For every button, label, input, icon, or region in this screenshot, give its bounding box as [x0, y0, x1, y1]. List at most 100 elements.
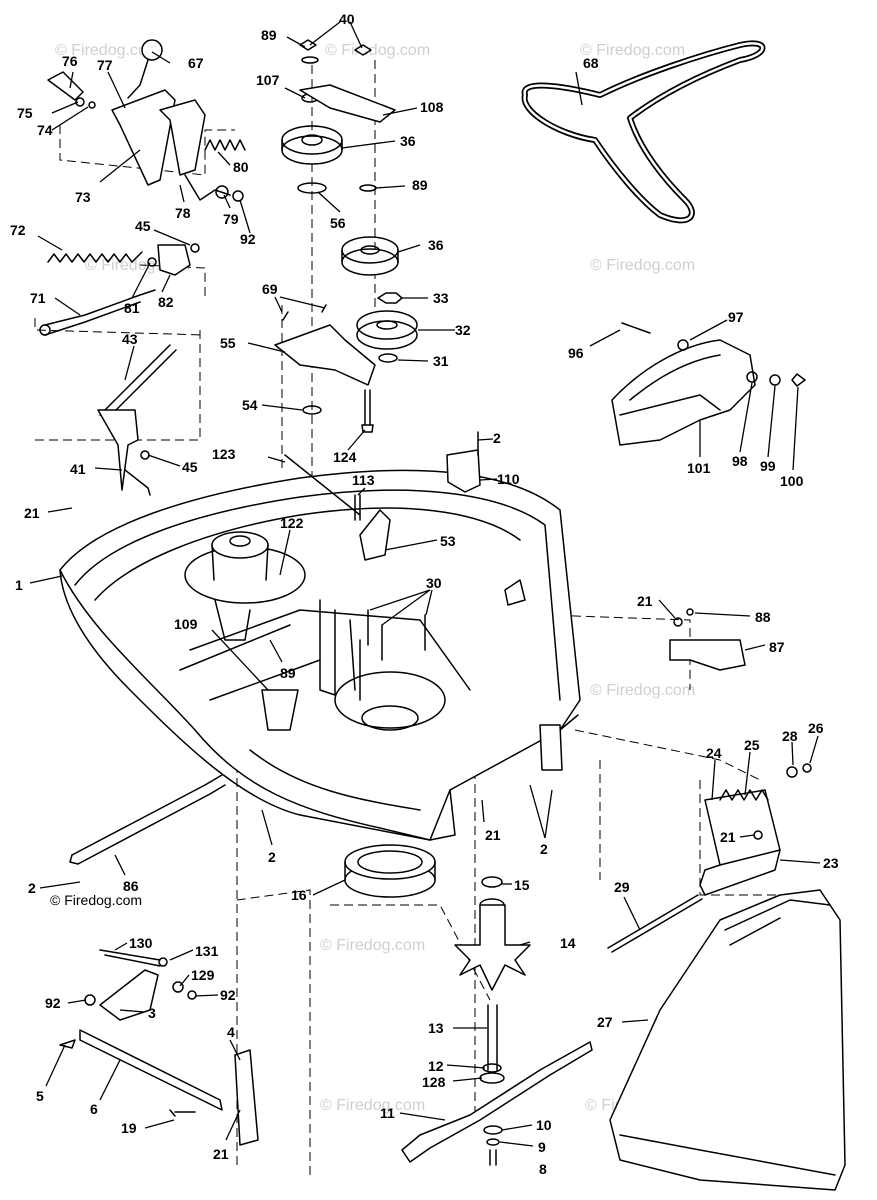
bolts-30 [367, 609, 426, 661]
callout-68: 68 [583, 55, 599, 71]
bracket-110 [446, 431, 481, 493]
callout-36: 36 [428, 237, 444, 253]
callout-55: 55 [220, 335, 236, 351]
watermark: © Firedog.com [590, 682, 695, 699]
callout-79: 79 [223, 211, 239, 227]
callout-73: 73 [75, 189, 91, 205]
callout-36: 36 [400, 133, 416, 149]
callout-101: 101 [687, 460, 711, 476]
callout-92: 92 [240, 231, 256, 247]
spacer-16 [344, 844, 436, 898]
callout-92: 92 [220, 987, 236, 1003]
callout-110: 110 [497, 471, 520, 487]
callout-67: 67 [188, 55, 204, 71]
callout-21: 21 [720, 829, 736, 845]
callout-labels: 40 89 67 76 77 75 74 73 78 79 80 92 107 … [10, 11, 839, 1177]
callout-14: 14 [560, 935, 576, 951]
callout-122: 122 [280, 515, 304, 531]
callout-23: 23 [823, 855, 839, 871]
lift-rod-71 [39, 289, 156, 336]
callout-123: 123 [212, 446, 236, 462]
callout-72: 72 [10, 222, 26, 238]
callout-80: 80 [233, 159, 249, 175]
callout-11: 11 [380, 1105, 395, 1121]
callout-8: 8 [539, 1161, 547, 1177]
callout-89: 89 [261, 27, 277, 43]
callout-107: 107 [256, 72, 280, 88]
rod-29 [607, 894, 703, 953]
callout-24: 24 [706, 745, 722, 761]
link-86 [69, 774, 226, 865]
callout-77: 77 [97, 57, 113, 73]
callout-28: 28 [782, 728, 798, 744]
watermark: © Firedog.com [320, 937, 425, 954]
callout-82: 82 [158, 294, 174, 310]
callout-2: 2 [28, 880, 36, 896]
callout-129: 129 [191, 967, 215, 983]
watermark: © Firedog.com [320, 1097, 425, 1114]
callout-2: 2 [493, 430, 501, 446]
callout-108: 108 [420, 99, 444, 115]
mower-deck [59, 469, 581, 841]
callout-21: 21 [213, 1146, 229, 1162]
discharge-chute-101 [611, 322, 806, 446]
callout-71: 71 [30, 290, 46, 306]
callout-40: 40 [339, 11, 355, 27]
callout-113: 113 [352, 472, 375, 488]
callout-27: 27 [597, 1014, 613, 1030]
bracket-82 [147, 243, 200, 276]
callout-1: 1 [15, 577, 23, 593]
callout-5: 5 [36, 1088, 44, 1104]
bracket-87 [669, 608, 746, 671]
blade-11 [401, 1041, 593, 1163]
lift-lever-assembly [47, 39, 246, 202]
callout-2: 2 [268, 849, 276, 865]
bracket-23 [699, 763, 812, 896]
callout-78: 78 [175, 205, 191, 221]
callout-109: 109 [174, 616, 198, 632]
callout-100: 100 [780, 473, 804, 489]
callout-69: 69 [262, 281, 278, 297]
spring-72 [47, 251, 143, 263]
callout-10: 10 [536, 1117, 552, 1133]
callout-30: 30 [426, 575, 442, 591]
callout-45: 45 [135, 218, 151, 234]
spindle-14 [454, 876, 531, 1166]
callout-19: 19 [121, 1120, 137, 1136]
copyright-notice: © Firedog.com [50, 892, 142, 908]
lift-arm-assembly [59, 949, 259, 1146]
callout-96: 96 [568, 345, 584, 361]
watermark: © Firedog.com [325, 42, 430, 59]
callout-16: 16 [291, 887, 307, 903]
callout-89: 89 [280, 665, 296, 681]
callout-13: 13 [428, 1020, 444, 1036]
callout-99: 99 [760, 458, 776, 474]
callout-29: 29 [614, 879, 630, 895]
callout-33: 33 [433, 290, 449, 306]
callout-21: 21 [24, 505, 40, 521]
callout-32: 32 [455, 322, 471, 338]
callout-31: 31 [433, 353, 449, 369]
bracket-53 [354, 494, 391, 561]
callout-87: 87 [769, 639, 785, 655]
callout-89: 89 [412, 177, 428, 193]
callout-56: 56 [330, 215, 346, 231]
belt-68 [521, 40, 766, 224]
callout-81: 81 [124, 300, 140, 316]
callout-12: 12 [428, 1058, 444, 1074]
callout-92: 92 [45, 995, 61, 1011]
callout-124: 124 [333, 449, 357, 465]
callout-97: 97 [728, 309, 744, 325]
callout-21: 21 [485, 827, 501, 843]
chute-27 [609, 889, 846, 1191]
callout-9: 9 [538, 1139, 546, 1155]
callout-131: 131 [195, 943, 219, 959]
callout-3: 3 [148, 1005, 156, 1021]
callout-53: 53 [440, 533, 456, 549]
lift-link-43 [97, 344, 177, 496]
callout-74: 74 [37, 122, 53, 138]
callout-75: 75 [17, 105, 33, 121]
callout-128: 128 [422, 1074, 446, 1090]
watermark: © Firedog.com [590, 257, 695, 274]
